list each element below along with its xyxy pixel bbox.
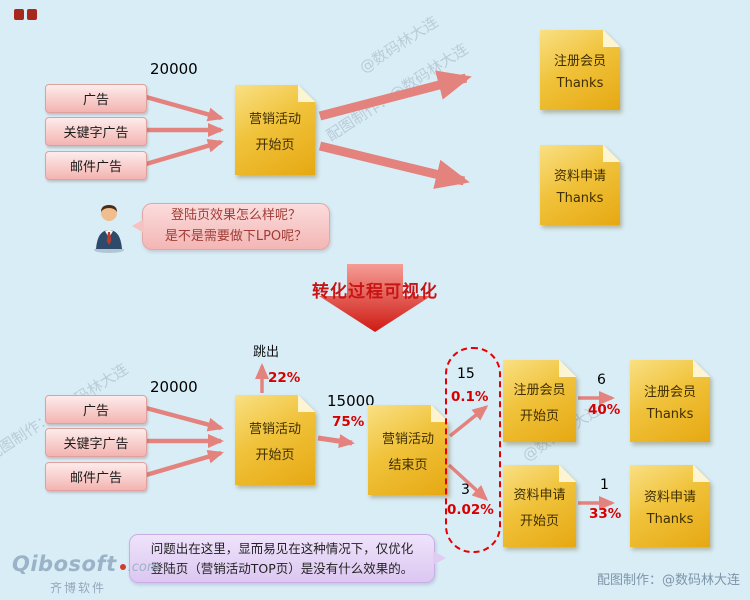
end-page-rate: 75%	[332, 414, 365, 430]
credit-text: 配图制作：@数码林大连	[597, 573, 741, 588]
arrow-top-to-reg-thanks	[318, 70, 472, 121]
apply-thanks-count: 1	[600, 477, 609, 493]
doc-label: 营销活动	[248, 421, 301, 437]
arrow-top-mail	[145, 138, 224, 167]
conclusion-bubble: 问题出在这里，显而易见在这种情况下，仅优化 登陆页（营销活动TOP页）是没有什么…	[129, 534, 446, 583]
doc-label: Thanks	[556, 190, 604, 206]
question-line: 登陆页效果怎么样呢？	[170, 208, 301, 224]
page-fold-icon	[559, 465, 576, 482]
divider-down-arrow	[319, 264, 431, 332]
arrow-top-ad	[145, 94, 224, 122]
doc-label: 开始页	[255, 137, 295, 153]
arrow-end-to-apply-start	[447, 463, 489, 502]
source-label: 邮件广告	[69, 160, 122, 175]
doc-label: 营销活动	[381, 431, 434, 447]
arrow-bottom-ad	[145, 405, 224, 432]
page-fold-icon	[431, 405, 448, 422]
doc-label: 注册会员	[643, 384, 696, 400]
conclusion-line: 登陆页（营销活动TOP页）是没有什么效果的。	[150, 560, 414, 576]
doc-label: 资料申请	[513, 487, 566, 503]
top-source-mail: 邮件广告	[45, 151, 147, 180]
arrow-top-to-apply-thanks	[318, 141, 470, 189]
question-bubble: 登陆页效果怎么样呢？ 是不是需要做下LPO呢？	[132, 203, 330, 250]
page-fold-icon	[298, 85, 315, 102]
apply-start-page-doc: 资料申请 开始页	[503, 465, 576, 547]
page-fold-icon	[693, 360, 710, 377]
bounce-label: 跳出	[253, 345, 280, 360]
top-source-ad: 广告	[45, 84, 147, 113]
logo-dot-icon	[119, 564, 126, 570]
arrow-bottom-mail	[145, 449, 224, 478]
doc-label: 结束页	[388, 457, 428, 473]
reg-thanks-doc: 注册会员 Thanks	[630, 360, 710, 442]
highlight-dashed-capsule	[445, 347, 501, 553]
doc-label: Thanks	[556, 75, 604, 91]
qibosoft-logo: Qibosoft .com 齐博软件	[12, 552, 160, 596]
doc-label: 开始页	[519, 408, 559, 424]
bubble-tail-icon	[433, 551, 446, 565]
bottom-end-page-doc: 营销活动 结束页	[368, 405, 448, 495]
bottom-source-keyword: 关键字广告	[45, 428, 147, 457]
bounce-rate: 22%	[268, 370, 301, 386]
page-fold-icon	[693, 465, 710, 482]
source-label: 广告	[82, 93, 109, 108]
doc-label: 资料申请	[553, 168, 606, 184]
corner-seal-icon	[14, 9, 37, 20]
bubble-tail-icon	[132, 219, 144, 233]
reg-start-count: 15	[457, 366, 475, 382]
doc-label: 注册会员	[553, 53, 606, 69]
logo-tld: .com	[127, 560, 160, 575]
divider-title: 转化过程可视化	[312, 282, 438, 302]
doc-label: 资料申请	[643, 489, 696, 505]
logo-chinese-name: 齐博软件	[50, 581, 107, 595]
page-fold-icon	[559, 360, 576, 377]
bottom-visit-count: 20000	[150, 378, 198, 396]
top-start-page-doc: 营销活动 开始页	[235, 85, 315, 175]
apply-start-count: 3	[461, 482, 470, 498]
source-label: 广告	[82, 404, 109, 419]
bottom-start-page-doc: 营销活动 开始页	[235, 395, 315, 485]
reg-thanks-count: 6	[597, 372, 606, 388]
page-fold-icon	[298, 395, 315, 412]
conclusion-line: 问题出在这里，显而易见在这种情况下，仅优化	[150, 540, 414, 556]
top-reg-thanks-doc: 注册会员 Thanks	[540, 30, 620, 110]
question-line: 是不是需要做下LPO呢？	[164, 228, 308, 244]
reg-start-page-doc: 注册会员 开始页	[503, 360, 576, 442]
doc-label: 开始页	[255, 447, 295, 463]
top-apply-thanks-doc: 资料申请 Thanks	[540, 145, 620, 225]
page-fold-icon	[603, 145, 620, 162]
doc-label: 注册会员	[513, 382, 566, 398]
top-source-keyword: 关键字广告	[45, 117, 147, 146]
doc-label: 营销活动	[248, 111, 301, 127]
arrow-start-to-end	[317, 434, 355, 449]
source-label: 关键字广告	[63, 437, 129, 452]
arrow-end-to-reg-start	[448, 405, 489, 438]
logo-brand: Qibosoft	[12, 552, 117, 576]
bottom-source-mail: 邮件广告	[45, 462, 147, 491]
source-label: 关键字广告	[63, 126, 129, 141]
top-visit-count: 20000	[150, 60, 198, 78]
doc-label: Thanks	[646, 406, 694, 422]
apply-start-rate: 0.02%	[447, 502, 494, 518]
reg-thanks-rate: 40%	[588, 402, 621, 418]
end-page-count: 15000	[327, 392, 375, 410]
apply-thanks-doc: 资料申请 Thanks	[630, 465, 710, 547]
doc-label: Thanks	[646, 511, 694, 527]
source-label: 邮件广告	[69, 471, 122, 486]
reg-start-rate: 0.1%	[451, 389, 489, 405]
person-icon	[94, 205, 124, 253]
bottom-source-ad: 广告	[45, 395, 147, 424]
apply-thanks-rate: 33%	[589, 506, 622, 522]
doc-label: 开始页	[519, 513, 559, 529]
page-fold-icon	[603, 30, 620, 47]
